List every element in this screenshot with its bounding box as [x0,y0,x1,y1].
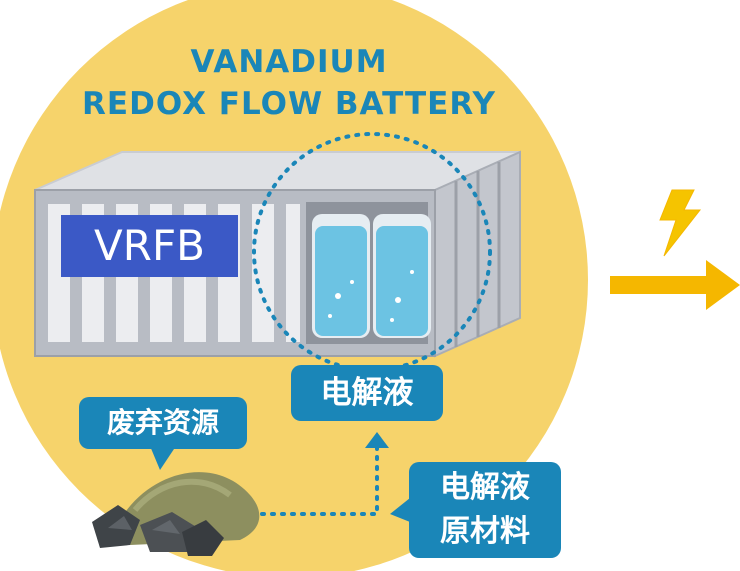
zoom-highlight-circle [252,132,492,372]
flow-path [260,446,379,516]
diagram-title-line-2: REDOX FLOW BATTERY [82,86,496,122]
waste-resources-callout: 废弃资源 [79,397,247,449]
electrolyte-tank-left [312,214,370,338]
ore-pile-icon [92,472,260,556]
vrfb-label: VRFB [61,215,238,277]
raw-material-callout: 电解液 原材料 [409,462,561,558]
diagram-title-line-1: VANADIUM [190,44,388,80]
electrolyte-tank-right [373,214,431,338]
raw-material-line-1: 电解液 [440,470,530,505]
raw-callout-pointer [390,498,410,522]
container-side-ribs [454,162,501,347]
raw-material-line-2: 原材料 [440,514,530,549]
electrolyte-callout: 电解液 [291,365,443,421]
flow-arrowhead [365,432,389,448]
waste-callout-pointer [150,446,176,470]
lightning-icon [659,189,702,257]
arrow-right-icon [610,260,740,310]
